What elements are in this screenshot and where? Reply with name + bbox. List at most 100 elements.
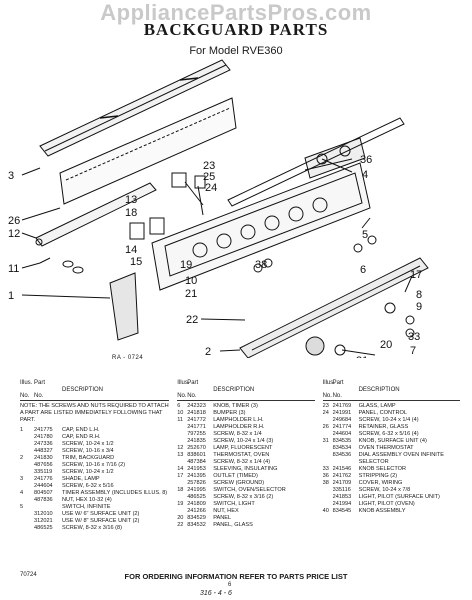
part-number: 241780 [34,433,53,440]
part-number: 241776 [34,475,53,482]
part-number: 244604 [332,430,352,437]
part-description: KNOB, TIMER (3) [213,402,258,409]
illus-number: 12 [177,444,184,451]
part-description: USE W/ 8" SURFACE UNIT (2) [62,517,140,524]
callout-6: 6 [360,264,366,276]
illus-number [20,483,34,490]
illus-number [20,511,34,518]
part-number: 486525 [187,493,206,500]
bottom-code: 70724 [20,572,37,578]
ordering-footer: FOR ORDERING INFORMATION REFER TO PARTS … [124,572,348,581]
part-description: PANEL [213,514,232,521]
callout-5: 5 [362,229,368,241]
part-description: SCREW, 10-24 x 1/2 [62,468,114,475]
illus-number: 40 [322,507,329,514]
illus-number [177,480,187,487]
part-description: SCREW, 8-32 x 3/16 (8) [62,524,122,531]
part-number: 241775 [34,426,53,433]
illus-number [20,518,34,525]
part-description: SLEEVING, INSULATING [213,465,278,472]
part-number: 241809 [187,500,206,507]
illus-number: 4 [20,489,24,496]
illus-number [20,441,34,448]
callout-11: 11 [8,263,19,275]
callout-22: 22 [186,314,198,326]
part-number: 241853 [332,493,352,500]
illus-number: 20 [177,514,184,521]
part-description: PANEL, CONTROL [358,409,407,416]
part-number: 241772 [187,416,206,423]
part-description: SCREW, 10-16 x 7/16 (2) [62,461,126,468]
part-description: COVER, WIRING [358,479,403,486]
part-number: 834536 [332,451,352,458]
part-number: 241771 [187,423,206,430]
part-number: 241995 [187,486,206,493]
part-number: 241774 [332,423,352,430]
end-cap-part [109,272,139,341]
header-illus: Illus.No. [322,380,335,399]
part-number: 247336 [34,440,53,447]
illus-number: 13 [177,451,184,458]
illus-number [177,424,187,431]
part-number: 834532 [187,521,206,528]
illus-number [177,494,187,501]
illus-number: 6 [177,402,181,409]
part-number: 834535 [332,437,352,444]
illus-number [323,431,333,438]
part-number: 312021 [34,517,53,524]
part-number: 487656 [34,461,53,468]
callout-24: 24 [205,182,217,194]
callout-2: 2 [205,346,211,358]
backguard-trim-part [239,257,429,358]
header-illus: Illus.No. [177,380,190,399]
control-panel-part [151,162,371,291]
part-description: SCREW, 6-32 x 5/16 [62,482,114,489]
part-number: 838601 [187,451,206,458]
part-description: TIMER ASSEMBLY (INCLUDES ILLUS. 8) [62,489,168,496]
illus-number: 5 [20,503,24,510]
part-description: PANEL, GLASS [213,521,253,528]
illus-number: 26 [322,423,329,430]
part-description: SCREW, 8-32 x 3/16 (2) [213,493,274,500]
illus-number: 24 [322,409,329,416]
callout-20: 20 [380,339,392,351]
part-number: 797255 [187,430,206,437]
illus-number: 31 [322,437,329,444]
callout-7: 7 [410,345,416,357]
part-number: 241266 [187,507,206,514]
part-number: 244604 [34,482,53,489]
header-description: DESCRIPTION [213,386,255,393]
header-description: DESCRIPTION [62,386,104,393]
illus-number: 23 [322,402,329,409]
illus-number [177,459,187,466]
part-number: 486525 [34,524,53,531]
part-number: 312010 [34,510,53,517]
callout-15: 15 [130,256,142,268]
part-description: SCREW, 10-24 x 1/4 (4) [358,416,419,423]
illus-number [177,431,187,438]
part-number: 241709 [332,479,352,486]
drawing-code: RA - 0724 [112,355,144,361]
